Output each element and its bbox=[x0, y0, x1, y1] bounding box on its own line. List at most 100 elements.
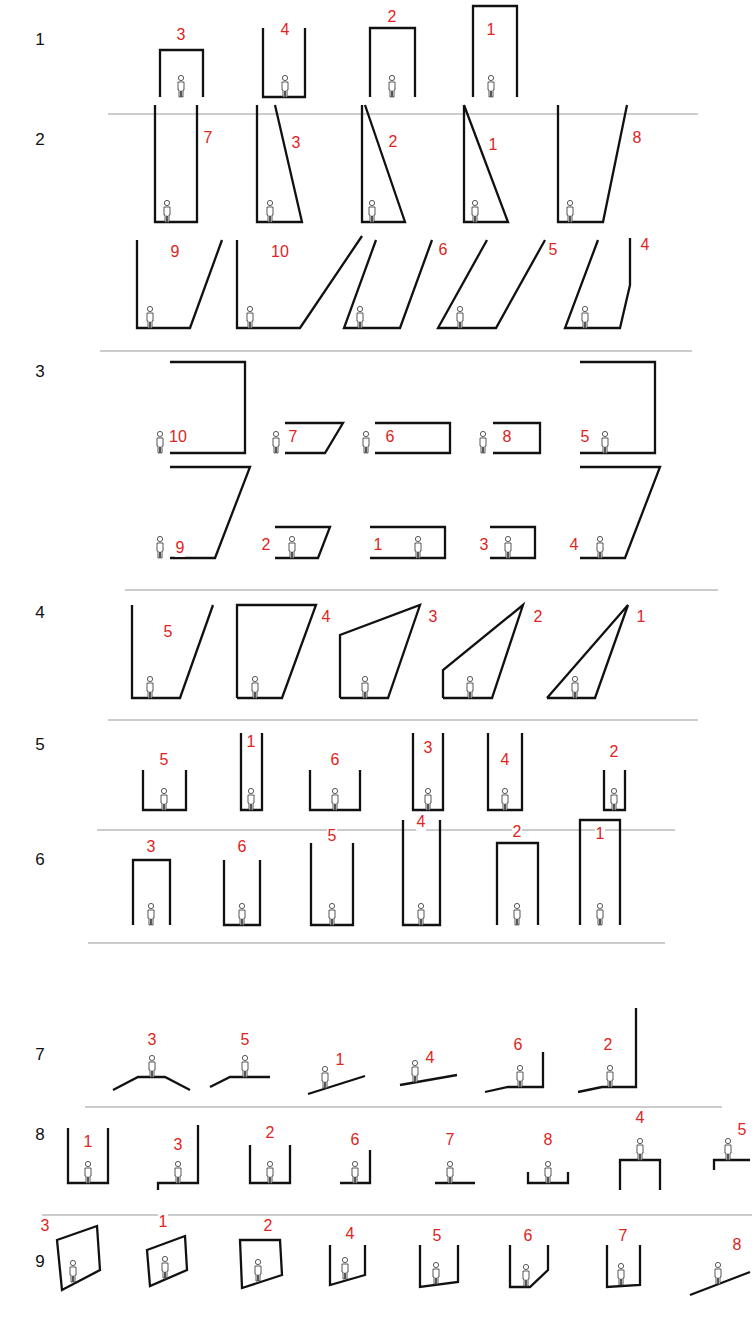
callout-number: 2 bbox=[261, 536, 272, 554]
room-outline bbox=[485, 1052, 543, 1092]
callout-number: 3 bbox=[291, 134, 302, 152]
callout-number: 4 bbox=[321, 608, 332, 626]
room-outline bbox=[578, 1008, 636, 1092]
person-figure bbox=[239, 903, 245, 925]
room-outline bbox=[420, 1245, 458, 1287]
row-separator bbox=[125, 590, 718, 591]
person-figure bbox=[175, 1161, 181, 1183]
room-outline bbox=[497, 843, 538, 925]
callout-number: 4 bbox=[416, 813, 427, 831]
person-figure bbox=[597, 903, 603, 925]
callout-number: 2 bbox=[387, 8, 398, 26]
room-outline bbox=[580, 362, 655, 453]
person-figure bbox=[255, 1259, 261, 1281]
room-outline bbox=[241, 733, 262, 810]
room-outline bbox=[133, 860, 170, 925]
callout-number: 3 bbox=[479, 536, 490, 554]
callout-number: 6 bbox=[237, 838, 248, 856]
room-outline bbox=[113, 1077, 190, 1090]
callout-number: 4 bbox=[635, 1109, 646, 1127]
room-outline bbox=[147, 1236, 187, 1286]
room-outline bbox=[158, 1125, 198, 1190]
person-figure bbox=[362, 676, 368, 698]
person-figure bbox=[523, 1264, 529, 1286]
callout-number: 6 bbox=[513, 1036, 524, 1054]
room-outline bbox=[438, 240, 545, 328]
callout-number: 2 bbox=[263, 1217, 274, 1235]
person-figure bbox=[157, 431, 163, 453]
person-figure bbox=[637, 1138, 643, 1160]
person-figure bbox=[567, 200, 573, 222]
shape-group bbox=[57, 6, 750, 1295]
callout-number: 3 bbox=[173, 1136, 184, 1154]
callout-number: 7 bbox=[618, 1227, 629, 1245]
callout-number: 5 bbox=[737, 1121, 748, 1139]
person-figure bbox=[332, 788, 338, 810]
callout-number: 1 bbox=[486, 21, 497, 39]
callout-number: 4 bbox=[640, 236, 651, 254]
callout-number: 2 bbox=[512, 823, 523, 841]
person-figure bbox=[357, 306, 363, 328]
person-figure bbox=[282, 75, 288, 97]
callout-number: 3 bbox=[146, 838, 157, 856]
callout-number: 1 bbox=[636, 608, 647, 626]
callout-number: 3 bbox=[176, 26, 187, 44]
room-outline bbox=[413, 733, 443, 810]
room-outline bbox=[170, 467, 250, 558]
person-figure bbox=[457, 306, 463, 328]
callout-number: 10 bbox=[270, 243, 290, 261]
room-outline bbox=[620, 1160, 660, 1190]
callout-number: 1 bbox=[488, 136, 499, 154]
callout-number: 4 bbox=[569, 536, 580, 554]
callout-number: 6 bbox=[523, 1227, 534, 1245]
person-figure bbox=[415, 536, 421, 558]
room-outline bbox=[580, 820, 620, 925]
person-figure bbox=[70, 1260, 76, 1282]
room-outline bbox=[257, 105, 302, 222]
person-figure bbox=[289, 536, 295, 558]
room-outline bbox=[547, 605, 628, 698]
person-figure bbox=[433, 1262, 439, 1284]
room-outline bbox=[340, 605, 420, 698]
room-outline bbox=[160, 50, 203, 97]
callout-number: 2 bbox=[388, 133, 399, 151]
person-figure bbox=[607, 1065, 613, 1087]
callout-number: 2 bbox=[609, 743, 620, 761]
room-outline bbox=[565, 238, 630, 328]
row-number: 9 bbox=[34, 1253, 45, 1272]
person-figure bbox=[329, 903, 335, 925]
row-number: 1 bbox=[34, 31, 45, 50]
person-figure bbox=[162, 1256, 168, 1278]
person-figure bbox=[147, 306, 153, 328]
room-outline bbox=[362, 105, 405, 222]
person-figure bbox=[611, 788, 617, 810]
person-figure bbox=[157, 536, 163, 558]
person-figure bbox=[252, 676, 258, 698]
room-outline bbox=[604, 770, 625, 810]
room-outline bbox=[275, 527, 330, 558]
person-figure bbox=[425, 788, 431, 810]
room-outline bbox=[370, 527, 445, 558]
room-outline bbox=[490, 527, 535, 558]
person-figure bbox=[488, 75, 494, 97]
person-figure bbox=[164, 200, 170, 222]
callout-number: 5 bbox=[163, 623, 174, 641]
callout-number: 3 bbox=[147, 1031, 158, 1049]
room-outline bbox=[237, 605, 316, 698]
callout-number: 9 bbox=[170, 243, 181, 261]
callout-number: 8 bbox=[632, 129, 643, 147]
person-figure bbox=[514, 903, 520, 925]
person-figure bbox=[597, 536, 603, 558]
callout-number: 6 bbox=[385, 428, 396, 446]
room-outline bbox=[464, 105, 508, 222]
callout-number: 3 bbox=[40, 1217, 51, 1235]
person-figure bbox=[322, 1066, 328, 1088]
row-separator bbox=[100, 351, 692, 352]
person-figure bbox=[273, 431, 279, 453]
room-outline bbox=[435, 1182, 475, 1184]
person-figure bbox=[545, 1161, 551, 1183]
room-outline bbox=[580, 467, 660, 558]
room-outline bbox=[488, 733, 522, 810]
callout-number: 3 bbox=[428, 608, 439, 626]
